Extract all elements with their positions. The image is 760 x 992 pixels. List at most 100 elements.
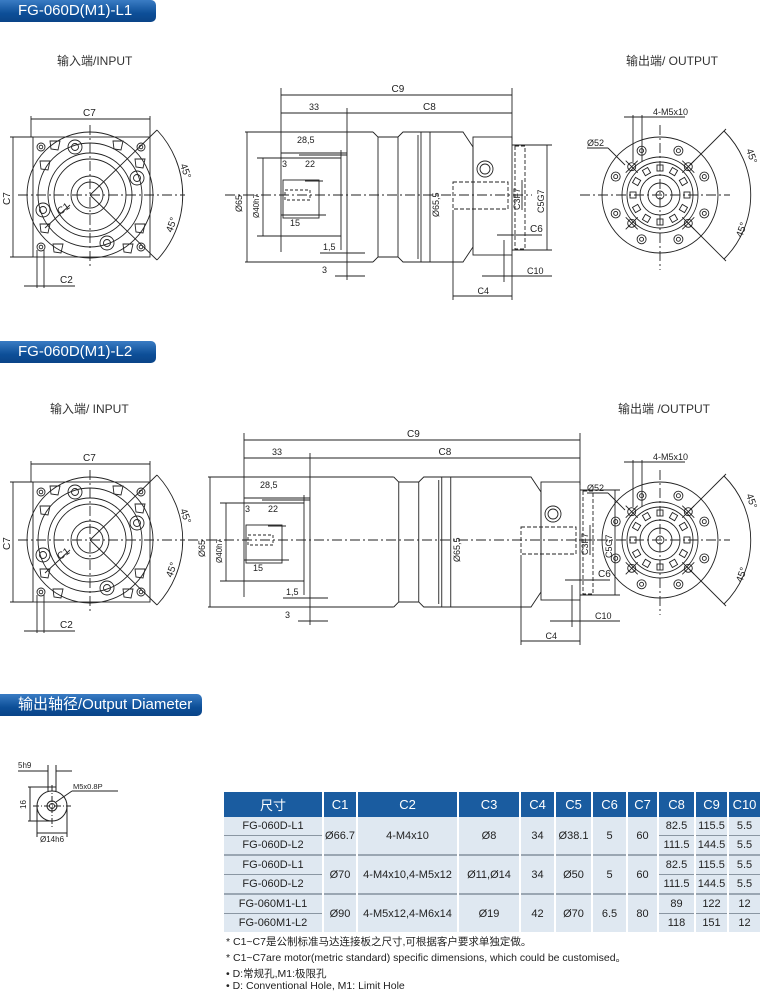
- c9-label: C9: [392, 84, 405, 95]
- c4-label: C4: [478, 286, 490, 296]
- col-header: 尺寸: [224, 792, 323, 817]
- c1-cell: Ø70: [322, 854, 357, 894]
- holes-label: 4-M5x10: [653, 107, 688, 117]
- c1-label: C1: [55, 201, 72, 218]
- c5-label: C5G7: [536, 189, 546, 213]
- shaft-height-label: 16: [19, 800, 28, 809]
- dim-65-label: Ø65: [234, 195, 244, 212]
- col-header: C4: [519, 792, 555, 817]
- c10-cell: 12: [727, 893, 760, 914]
- c8-cell: 82.5: [657, 854, 695, 875]
- c2-label: C2: [60, 275, 73, 286]
- c6-cell: 5: [591, 854, 627, 894]
- dim-33-label: 33: [272, 447, 282, 457]
- c3-label: C3F7: [580, 533, 590, 555]
- c3-cell: Ø11,Ø14: [457, 854, 520, 894]
- dimension-table: 尺寸 C1 C2 C3 C4 C5 C6 C7 C8 C9 C10 FG-060…: [224, 792, 760, 932]
- c9-cell: 144.5: [694, 874, 728, 894]
- key-width-label: 5h9: [18, 761, 32, 770]
- shaft-diameter-label: Ø14h6: [40, 835, 65, 844]
- model-cell: FG-060M1-L2: [224, 913, 323, 932]
- c4-cell: 34: [519, 854, 555, 894]
- c10-label: C10: [527, 266, 544, 276]
- c7-label: C7: [2, 537, 13, 550]
- angle-label: 45°: [164, 561, 180, 579]
- note-en-holes: • D: Conventional Hole, M1: Limit Hole: [226, 980, 405, 992]
- c6-cell: 6.5: [591, 893, 627, 932]
- dim-40h7-label: Ø40h7: [252, 193, 261, 218]
- dim-15-label: 15: [290, 218, 300, 228]
- c10-cell: 5.5: [727, 874, 760, 894]
- dim-15-label: 15: [253, 563, 263, 573]
- c6-label: C6: [530, 224, 543, 235]
- angle-label: 45°: [734, 221, 750, 239]
- angle-label: 45°: [177, 507, 193, 525]
- model-cell: FG-060D-L2: [224, 874, 323, 894]
- c7-cell: 60: [626, 817, 658, 855]
- input-label: 输入端/INPUT: [57, 54, 133, 68]
- c7-label: C7: [2, 192, 13, 205]
- dim-1-5-label: 1,5: [323, 242, 336, 252]
- c2-cell: 4-M5x12,4-M6x14: [356, 893, 458, 932]
- angle-label: 45°: [743, 492, 759, 510]
- output-label: 输出端 /OUTPUT: [618, 402, 710, 416]
- c8-label: C8: [423, 102, 436, 113]
- dim-3b-label: 3: [322, 265, 327, 275]
- note-cn-holes: • D:常规孔,M1:极限孔: [226, 968, 327, 980]
- c3-cell: Ø8: [457, 817, 520, 855]
- c5-cell: Ø50: [554, 854, 592, 894]
- dim-22-label: 22: [268, 504, 278, 514]
- c5-label: C5G7: [604, 534, 614, 558]
- c4-cell: 34: [519, 817, 555, 855]
- note-en-dimensions: * C1~C7are motor(metric standard) specif…: [226, 952, 627, 964]
- section-title-l1: FG-060D(M1)-L1: [0, 0, 156, 22]
- c9-cell: 115.5: [694, 854, 728, 875]
- angle-label: 45°: [743, 147, 759, 165]
- c9-cell: 115.5: [694, 817, 728, 836]
- dim-40h7-label: Ø40h7: [215, 538, 224, 563]
- dim-3-label: 3: [282, 159, 287, 169]
- output-label: 输出端/ OUTPUT: [626, 54, 718, 68]
- dim-33-label: 33: [309, 102, 319, 112]
- c7-label: C7: [83, 453, 96, 464]
- dim-65-5-label: Ø65,5: [431, 192, 441, 217]
- angle-label: 45°: [177, 162, 193, 180]
- dim-1-5-label: 1,5: [286, 587, 299, 597]
- c8-cell: 111.5: [657, 835, 695, 855]
- col-header: C5: [554, 792, 592, 817]
- c5-cell: Ø38.1: [554, 817, 592, 855]
- dim-28-5-label: 28,5: [260, 480, 278, 490]
- c8-cell: 118: [657, 913, 695, 932]
- dim-65-label: Ø65: [197, 540, 207, 557]
- col-header: C9: [694, 792, 728, 817]
- c2-cell: 4-M4x10: [356, 817, 458, 855]
- holes-label: 4-M5x10: [653, 452, 688, 462]
- dim-52-label: Ø52: [587, 138, 604, 148]
- c7-cell: 60: [626, 854, 658, 894]
- c4-label: C4: [546, 631, 558, 641]
- c9-cell: 144.5: [694, 835, 728, 855]
- col-header: C1: [322, 792, 357, 817]
- c10-cell: 5.5: [727, 817, 760, 836]
- col-header: C6: [591, 792, 627, 817]
- model-cell: FG-060D-L2: [224, 835, 323, 855]
- c10-cell: 12: [727, 913, 760, 932]
- angle-label: 45°: [734, 566, 750, 584]
- input-label: 输入端/ INPUT: [50, 402, 129, 416]
- dim-3-label: 3: [245, 504, 250, 514]
- section-title-l2: FG-060D(M1)-L2: [0, 341, 156, 363]
- c10-label: C10: [595, 611, 612, 621]
- c2-label: C2: [60, 620, 73, 631]
- output-shaft-drawing: 5h9 16 M5x0.8P Ø14h6: [18, 761, 118, 844]
- c3-cell: Ø19: [457, 893, 520, 932]
- model-cell: FG-060D-L1: [224, 817, 323, 836]
- c4-cell: 42: [519, 893, 555, 932]
